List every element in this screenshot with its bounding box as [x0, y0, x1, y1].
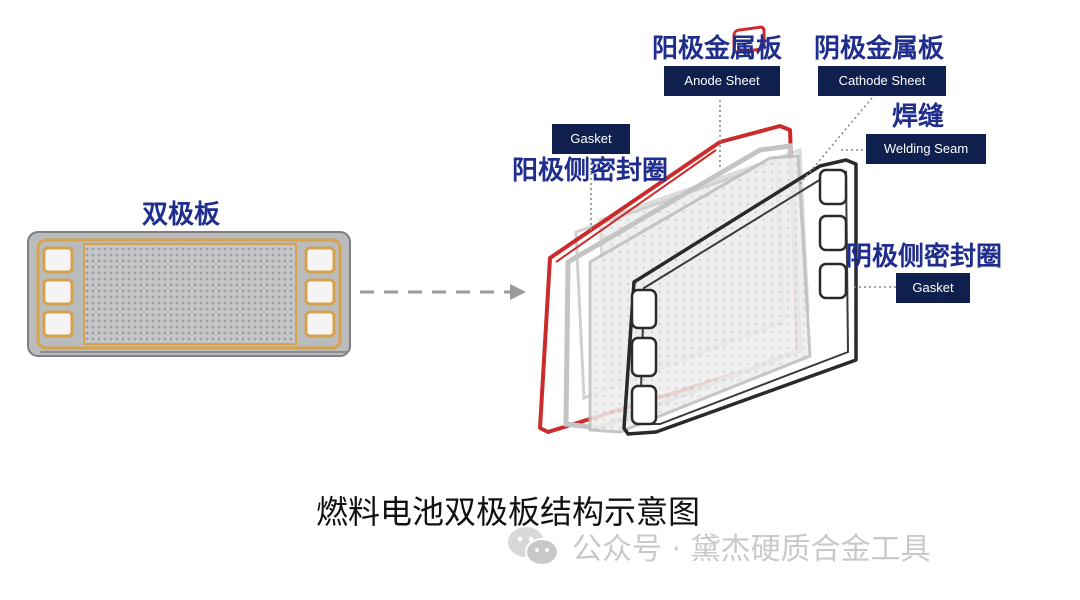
label-cathode-sheet-en: Cathode Sheet — [818, 66, 946, 96]
label-anode-sheet-en: Anode Sheet — [664, 66, 780, 96]
label-welding-seam-cn: 焊缝 — [892, 102, 945, 132]
wechat-icon — [508, 527, 559, 566]
watermark-text: 公众号 · 黛杰硬质合金工具 — [572, 532, 931, 567]
label-anode-sheet-cn: 阳极金属板 — [652, 34, 783, 64]
diagram-caption: 燃料电池双极板结构示意图 — [316, 493, 701, 531]
label-cathode-gasket-cn: 阴极侧密封圈 — [846, 242, 1003, 272]
bipolar-plate-image — [27, 231, 351, 357]
cathode-gasket-shape — [622, 158, 858, 436]
label-cathode-gasket-en: Gasket — [896, 273, 970, 303]
label-anode-gasket-en: Gasket — [552, 124, 630, 154]
label-cathode-sheet-cn: 阴极金属板 — [814, 34, 945, 64]
dashed-arrow — [360, 284, 526, 300]
leader-lines — [590, 97, 896, 288]
label-welding-seam-en: Welding Seam — [866, 134, 986, 164]
label-bipolar-plate: 双极板 — [142, 200, 221, 230]
label-anode-gasket-cn: 阳极侧密封圈 — [512, 156, 669, 186]
watermark: 公众号 · 黛杰硬质合金工具 — [504, 524, 931, 568]
exploded-layers — [538, 25, 858, 436]
